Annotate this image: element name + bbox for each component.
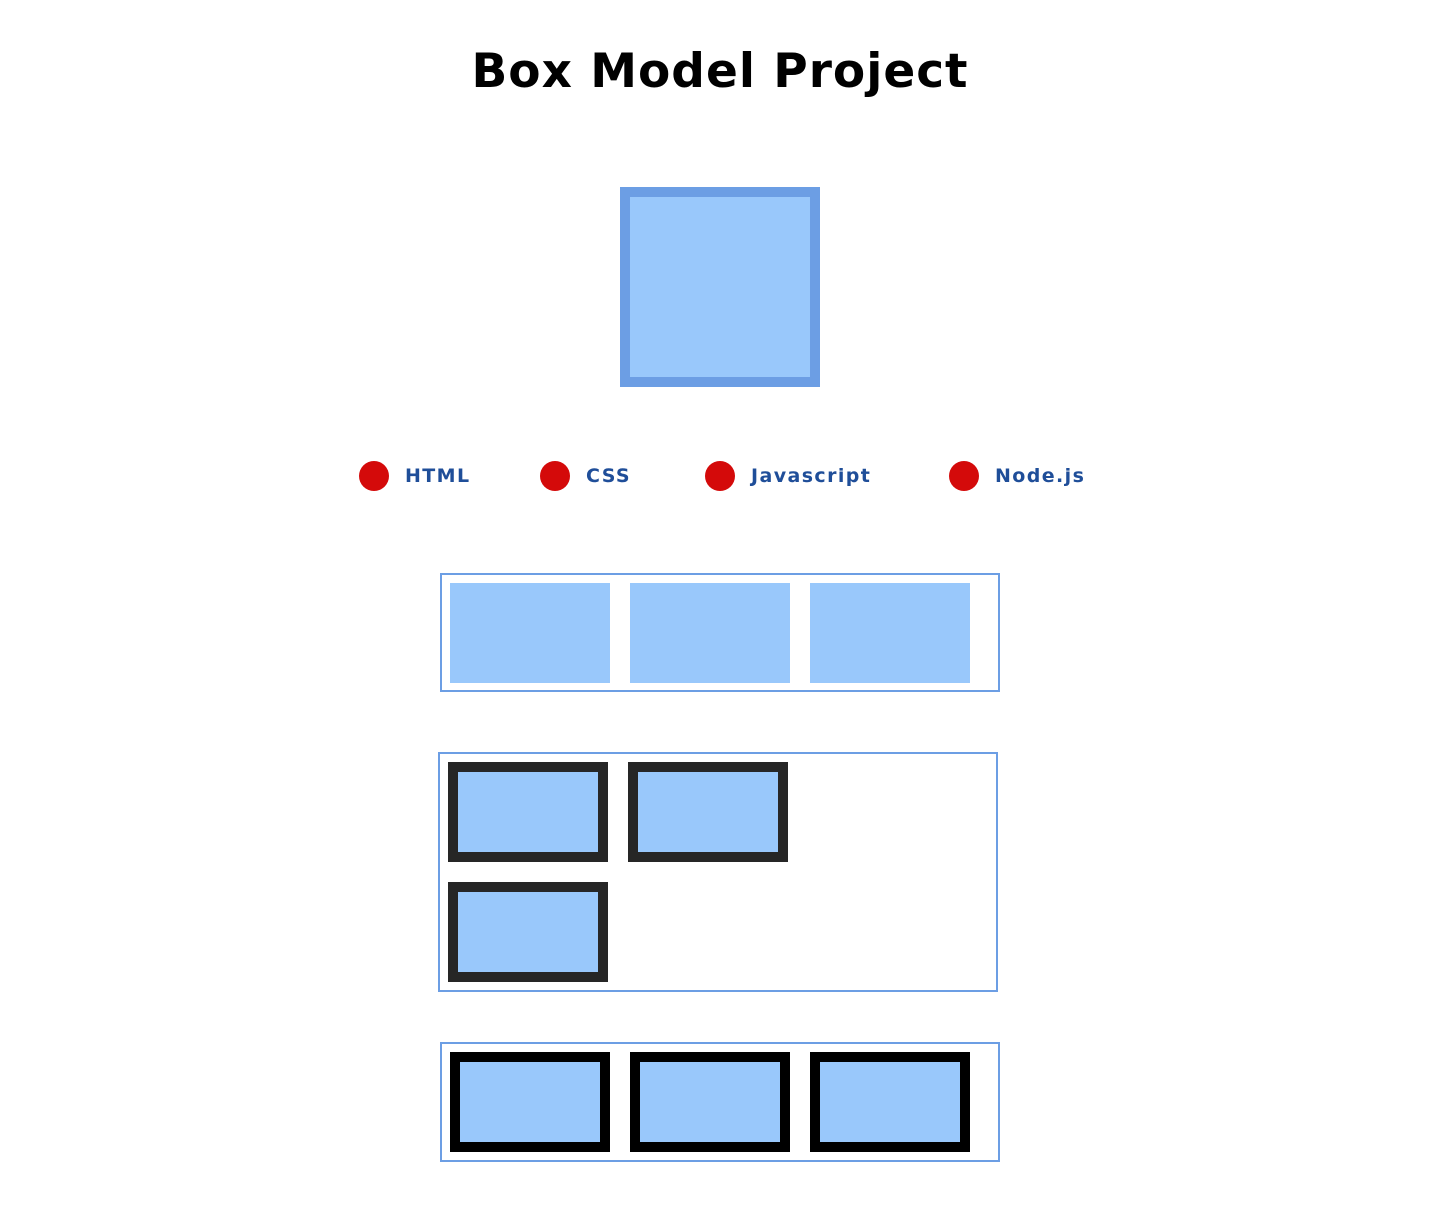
hero-box bbox=[620, 187, 820, 387]
black-border-tile-1 bbox=[450, 1052, 610, 1152]
bullet-dot-icon bbox=[949, 461, 979, 491]
container-bordered-tiles bbox=[440, 1042, 1000, 1162]
plain-tile-1 bbox=[450, 583, 610, 683]
dark-border-tile-1 bbox=[448, 762, 608, 862]
plain-tile-2 bbox=[630, 583, 790, 683]
dark-border-tile-2 bbox=[628, 762, 788, 862]
tech-label: Javascript bbox=[751, 465, 872, 487]
bullet-dot-icon bbox=[359, 461, 389, 491]
container-wrapped-tiles bbox=[438, 752, 998, 992]
tech-label: HTML bbox=[405, 465, 471, 487]
container-plain-tiles bbox=[440, 573, 1000, 692]
bullet-dot-icon bbox=[705, 461, 735, 491]
plain-tile-3 bbox=[810, 583, 970, 683]
black-border-tile-3 bbox=[810, 1052, 970, 1152]
tech-list: HTML CSS Javascript Node.js bbox=[0, 459, 1440, 493]
dark-border-tile-3 bbox=[448, 882, 608, 982]
black-border-tile-2 bbox=[630, 1052, 790, 1152]
bullet-dot-icon bbox=[540, 461, 570, 491]
tech-label: Node.js bbox=[995, 465, 1086, 487]
page-title: Box Model Project bbox=[471, 44, 969, 99]
tech-label: CSS bbox=[586, 465, 632, 487]
